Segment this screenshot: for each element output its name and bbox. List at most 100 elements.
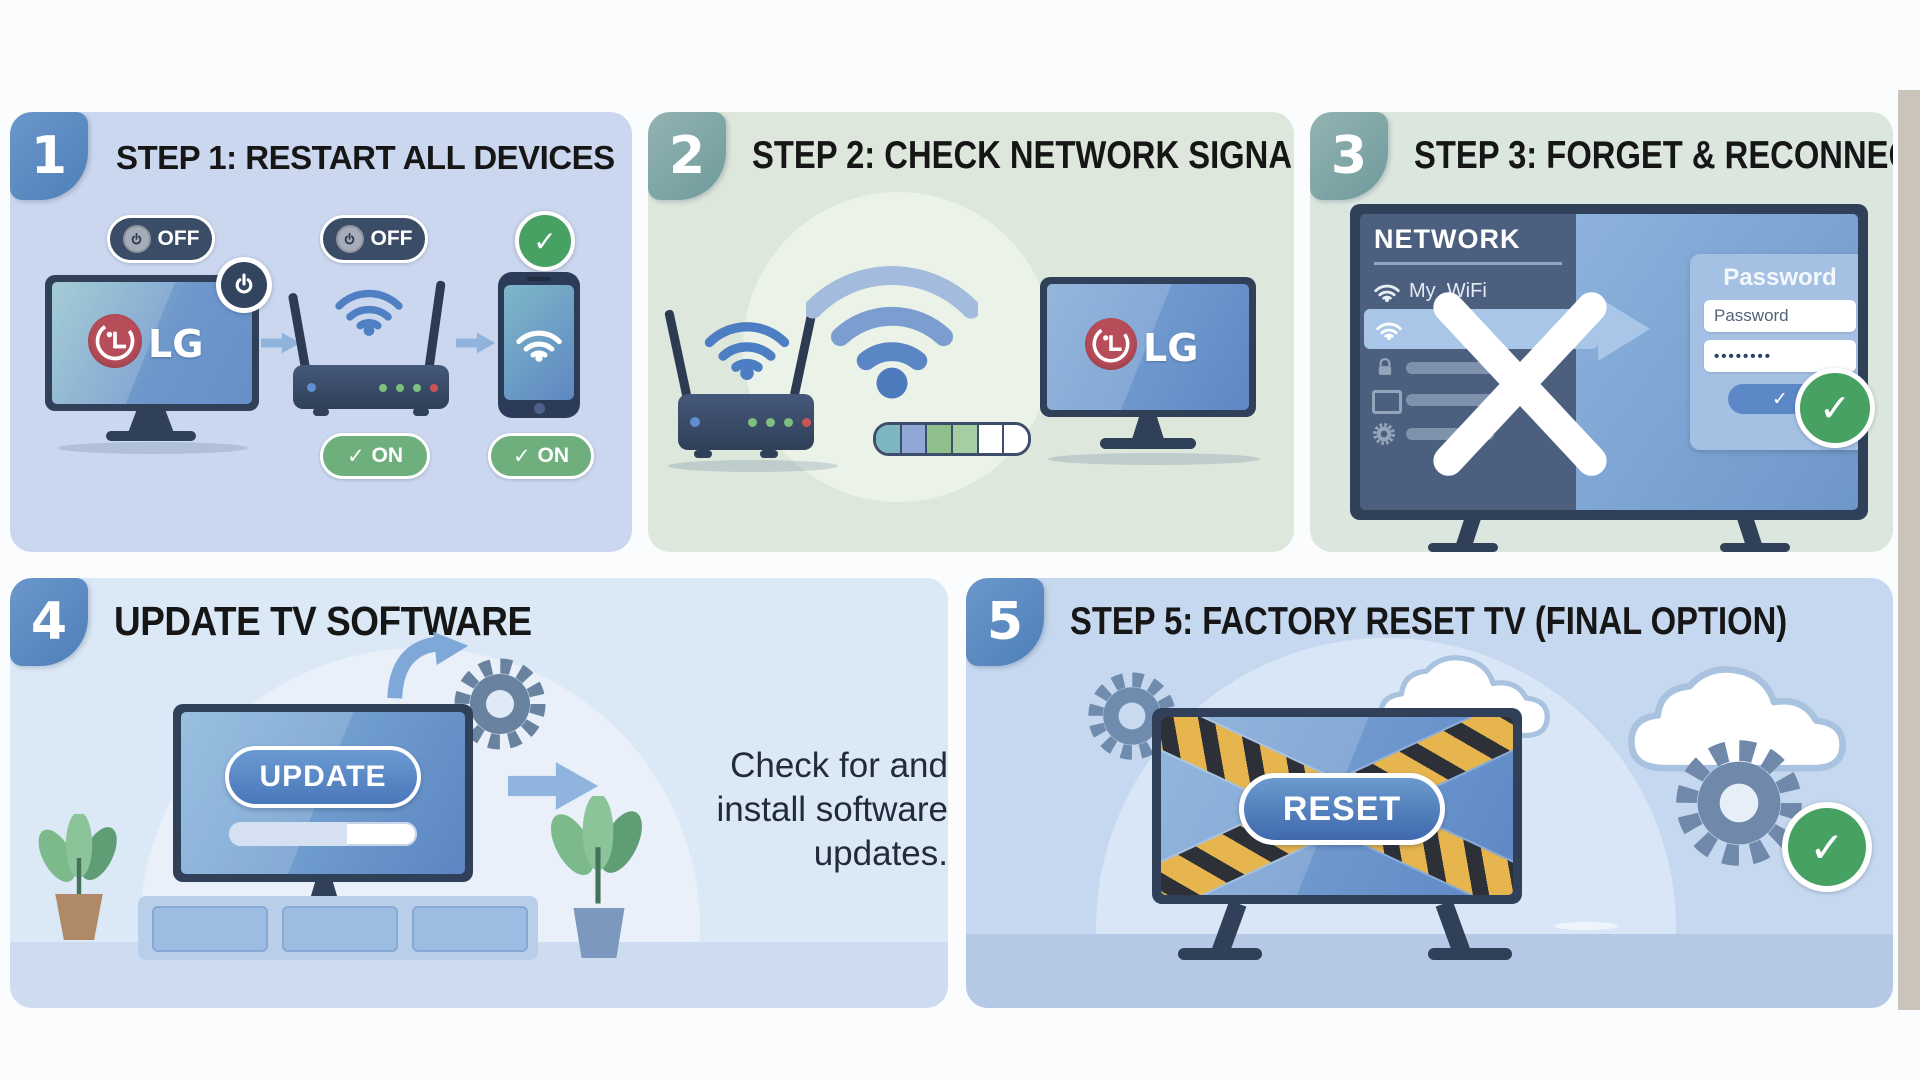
menu-item-bar xyxy=(1406,394,1504,406)
tv-foot xyxy=(1178,948,1262,960)
step5-title: STEP 5: FACTORY RESET TV (FINAL OPTION) xyxy=(1070,600,1788,643)
refresh-arrow-icon xyxy=(387,631,469,699)
phone-on-label: ON xyxy=(537,444,570,467)
panel-step2: 2 STEP 2: CHECK NETWORK SIGNAL xyxy=(648,112,1294,552)
phone-speaker xyxy=(527,277,551,281)
phone-home-button xyxy=(534,403,545,414)
wifi-icon xyxy=(335,280,403,336)
router-off-badge: OFF xyxy=(320,215,428,263)
arrow-right-icon xyxy=(456,330,496,356)
tv-shadow xyxy=(58,442,248,454)
meter-segment xyxy=(901,425,928,453)
lg-logo-icon xyxy=(1085,318,1137,370)
step5-number-badge: 5 xyxy=(966,578,1044,666)
panel-step5: 5 STEP 5: FACTORY RESET TV (FINAL OPTION… xyxy=(966,578,1893,1008)
progress-fill xyxy=(229,822,348,846)
check-glyph: ✓ xyxy=(1772,388,1788,410)
router xyxy=(678,394,814,450)
router-foot xyxy=(694,450,712,458)
update-button[interactable]: UPDATE xyxy=(225,746,421,808)
check-glyph: ✓ xyxy=(533,224,557,258)
floor xyxy=(966,934,1893,1008)
router-antenna xyxy=(424,280,446,373)
reset-button[interactable]: RESET xyxy=(1239,773,1445,845)
network-menu-heading: NETWORK xyxy=(1374,224,1521,254)
power-icon xyxy=(122,225,151,253)
phone xyxy=(498,272,580,418)
lg-logo-icon xyxy=(88,314,142,368)
password-input[interactable] xyxy=(1704,300,1856,332)
step2-number-badge: 2 xyxy=(648,112,726,200)
wifi-icon xyxy=(1374,281,1400,302)
wifi-icon xyxy=(516,324,562,362)
progress-bar xyxy=(229,822,417,846)
router-antenna xyxy=(664,309,693,405)
meter-segment xyxy=(1004,425,1028,453)
step4-caption: Check for and install software updates. xyxy=(716,746,948,874)
tv-update-screen: UPDATE xyxy=(173,704,473,882)
step3-number-badge: 3 xyxy=(1310,112,1388,200)
check-glyph: ✓ xyxy=(1819,386,1851,430)
tv-console xyxy=(138,896,538,960)
step2-title: STEP 2: CHECK NETWORK SIGNAL xyxy=(752,134,1294,177)
panel-step3: 3 STEP 3: FORGET & RECONNECT NETWORK My_… xyxy=(1310,112,1893,552)
device-icon xyxy=(1372,390,1402,414)
router-on-badge: ✓ ON xyxy=(320,433,430,479)
gear-icon xyxy=(1372,422,1396,446)
tv-foot xyxy=(1428,543,1498,552)
password-dots-input[interactable] xyxy=(1704,340,1856,372)
password-form: Password ✓ xyxy=(1690,254,1858,450)
router-foot xyxy=(413,408,429,416)
lock-icon xyxy=(1374,356,1396,378)
menu-item-bar xyxy=(1406,362,1494,374)
tv-reset-screen: RESET xyxy=(1152,708,1522,904)
tv-base xyxy=(106,431,196,441)
meter-segment xyxy=(953,425,979,453)
router-off-label: OFF xyxy=(370,227,413,250)
wifi-icon xyxy=(704,310,790,380)
console-drawer xyxy=(282,906,398,952)
router-foot xyxy=(760,450,778,458)
console-drawer xyxy=(152,906,268,952)
check-glyph: ✓ xyxy=(512,444,531,468)
meter-segment xyxy=(876,425,902,453)
phone-screen xyxy=(504,285,574,400)
plant-pot xyxy=(55,894,103,940)
tv-stand xyxy=(1132,417,1164,439)
router-on-label: ON xyxy=(371,444,404,467)
wifi-icon xyxy=(1376,319,1402,340)
lg-tv: LG xyxy=(1040,277,1256,417)
step4-title: UPDATE TV SOFTWARE xyxy=(114,598,532,644)
tv-foot xyxy=(1428,948,1512,960)
panel-step1: 1 STEP 1: RESTART ALL DEVICES OFF OFF ✓ … xyxy=(10,112,632,552)
meter-segment xyxy=(927,425,954,453)
tv-with-menu: NETWORK My_WiFi × xyxy=(1350,204,1868,520)
password-form-title: Password xyxy=(1723,264,1837,291)
tv-base xyxy=(1100,438,1196,449)
tv-shadow xyxy=(1048,453,1260,465)
tv-stand xyxy=(128,411,174,433)
plant-pot xyxy=(573,908,625,958)
console-drawer xyxy=(412,906,528,952)
meter-segment xyxy=(978,425,1005,453)
step3-title: STEP 3: FORGET & RECONNECT xyxy=(1414,134,1893,177)
tv-screen: UPDATE xyxy=(181,712,465,874)
wifi-ssid-row[interactable]: My_WiFi xyxy=(1374,280,1487,303)
step4-number-badge: 4 xyxy=(10,578,88,666)
tv-off-label: OFF xyxy=(157,227,200,250)
success-check-icon: ✓ xyxy=(515,211,575,271)
step1-number-badge: 1 xyxy=(10,112,88,200)
power-button[interactable] xyxy=(216,257,272,313)
router-shadow xyxy=(668,460,838,472)
success-check-icon: ✓ xyxy=(1782,802,1872,892)
lg-logo-text: LG xyxy=(1143,326,1199,370)
tv-screen: LG xyxy=(1047,284,1249,410)
router-foot xyxy=(313,408,329,416)
signal-strength-meter xyxy=(873,422,1031,456)
ground-highlight xyxy=(1554,922,1618,930)
tv-foot xyxy=(1720,543,1790,552)
power-icon xyxy=(335,225,364,253)
success-check-icon: ✓ xyxy=(1795,368,1875,448)
menu-divider xyxy=(1374,262,1562,265)
